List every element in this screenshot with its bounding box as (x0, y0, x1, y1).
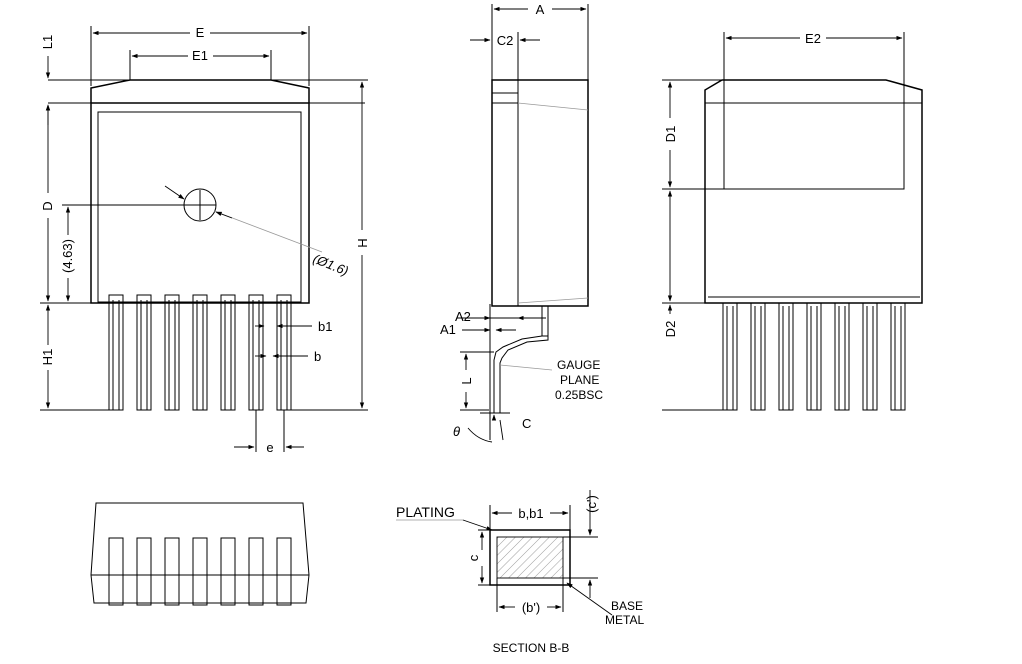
dim-label-b: b (314, 349, 321, 364)
bottom-body (704, 79, 923, 304)
base-label-2: METAL (605, 613, 644, 627)
dim-label-hole: (Ø1.6) (311, 251, 351, 279)
lead (108, 537, 124, 606)
lead (220, 294, 236, 411)
dim-label-C: C (522, 416, 531, 431)
lead (248, 537, 264, 606)
dim-label-H1: H1 (40, 349, 55, 366)
dim-label-H: H (355, 238, 370, 247)
dim-label-A2: A2 (455, 309, 471, 324)
front-view (90, 502, 310, 606)
lead (890, 302, 906, 411)
dim-label-e: e (266, 440, 273, 455)
heatsink-outline (97, 111, 302, 303)
dim-label-D1: D1 (663, 126, 678, 143)
lead (834, 302, 850, 411)
dim-label-theta: θ (453, 424, 460, 439)
dim-label-c: c (466, 554, 481, 561)
dim-label-E2: E2 (805, 31, 821, 46)
lead (192, 537, 208, 606)
dim-label-b1: b1 (318, 319, 332, 334)
lead (276, 294, 292, 411)
lead (248, 294, 264, 411)
lead (108, 294, 124, 411)
lead (722, 302, 738, 411)
base-metal (496, 536, 564, 579)
dim-label-4-63: (4.63) (60, 239, 75, 273)
lead (192, 294, 208, 411)
lead (164, 537, 180, 606)
dim-label-E: E (196, 25, 205, 40)
dim-label-E1: E1 (192, 48, 208, 63)
dim-label-c-prime: (c') (584, 495, 599, 513)
gauge-label-2: PLANE (560, 373, 599, 387)
base-label-1: BASE (611, 599, 643, 613)
bottom-view-leads (722, 302, 906, 411)
plating-label: PLATING (396, 504, 455, 520)
exposed-pad (723, 102, 905, 190)
lead (862, 302, 878, 411)
lead (750, 302, 766, 411)
gauge-label-1: GAUGE (557, 358, 600, 372)
lead (220, 537, 236, 606)
lead (806, 302, 822, 411)
dim-label-b-prime: (b') (522, 600, 540, 615)
dim-label-D2: D2 (663, 321, 678, 338)
lead (136, 537, 152, 606)
dim-label-L: L (459, 377, 474, 384)
lead (778, 302, 794, 411)
plating-outline (489, 529, 571, 586)
top-view-leads (108, 294, 292, 411)
side-body (491, 79, 589, 307)
top-view: E E1 L1 D (4.63) (Ø1.6) H H (40, 25, 370, 455)
side-lead (541, 306, 549, 337)
lead (164, 294, 180, 411)
dim-label-L1: L1 (40, 35, 55, 49)
side-view: A C2 A2 A1 L C θ GAUGE PLANE 0.25BSC (440, 2, 603, 443)
section-title: SECTION B-B (493, 641, 570, 655)
lead (136, 294, 152, 411)
section-b-b: b,b1 (c') c (b') PLATING BASE METAL SECT… (396, 490, 644, 655)
gauge-label-3: 0.25BSC (555, 388, 603, 402)
dim-label-bb1: b,b1 (518, 506, 543, 521)
bottom-view: E2 D1 D2 (662, 31, 923, 411)
package-body (90, 102, 310, 304)
lead (276, 537, 292, 606)
dim-label-D: D (40, 201, 55, 210)
dim-label-C2: C2 (497, 33, 514, 48)
dim-label-A1: A1 (440, 322, 456, 337)
dim-label-A: A (536, 2, 545, 17)
